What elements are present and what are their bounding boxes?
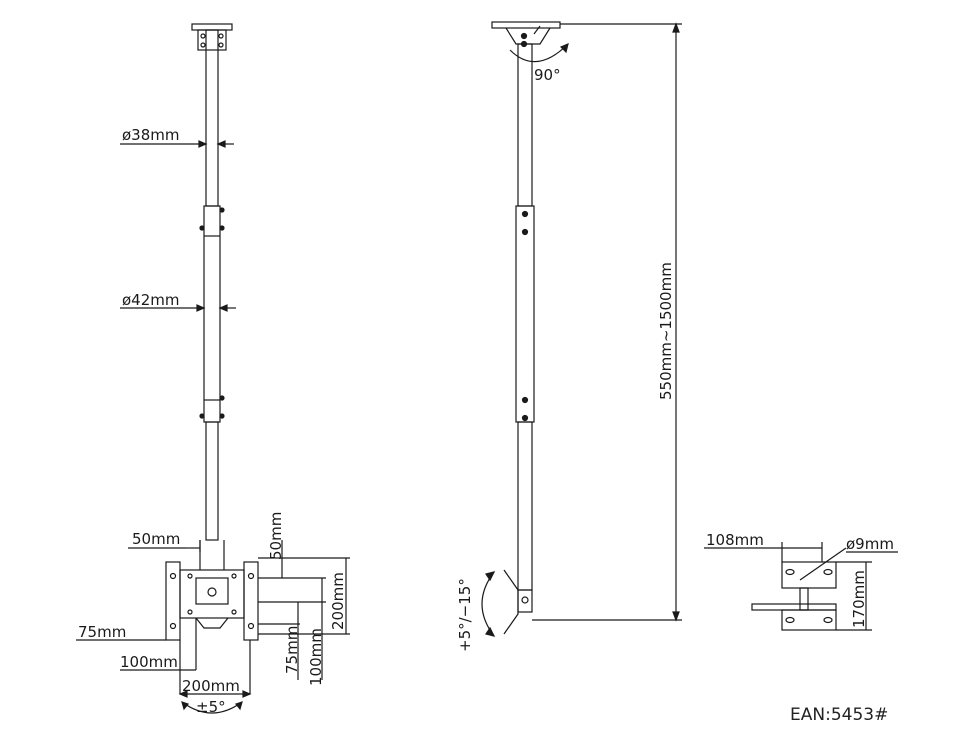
lower-tube (203, 205, 221, 423)
plate-web (799, 587, 809, 611)
plate-hole (823, 568, 833, 576)
side-upper-tube (517, 43, 533, 207)
label-diameter-42: ø42mm (122, 291, 180, 309)
plate-view: 108mm ø9mm 170mm (704, 531, 898, 631)
bolt (200, 33, 206, 39)
screw (219, 225, 225, 231)
vesa-window (195, 577, 229, 605)
hole (169, 622, 177, 630)
plate-flange (751, 603, 837, 611)
swivel-arc (181, 701, 243, 714)
bolt (200, 42, 206, 48)
side-lower-tube (515, 205, 535, 423)
tilt-head (503, 569, 519, 635)
tilt-arc (481, 571, 495, 637)
label-width-50: 50mm (132, 530, 180, 548)
plate-hole (785, 568, 795, 576)
label-length-range: 550mm~1500mm (657, 262, 675, 400)
leader-line (799, 547, 847, 581)
bottom-tube (205, 421, 219, 541)
hole (231, 573, 237, 579)
label-height-170: 170mm (850, 570, 868, 628)
label-width-100: 100mm (120, 653, 178, 671)
hole (247, 572, 255, 580)
screw (219, 395, 225, 401)
tilt-joint (517, 589, 533, 613)
side-bottom-tube (517, 421, 533, 591)
arrow (216, 140, 226, 148)
bolt (218, 33, 224, 39)
screw (219, 207, 225, 213)
arrow (196, 304, 206, 312)
center-hole (207, 587, 217, 597)
label-swivel: ±5° (196, 698, 226, 716)
label-rotation: 90° (534, 66, 561, 84)
label-height-50: 50mm (267, 512, 285, 560)
plate-bottom (781, 609, 837, 631)
ean-code: EAN:5453# (790, 705, 888, 725)
hole (231, 609, 237, 615)
plate-top (781, 561, 837, 589)
bolt (218, 42, 224, 48)
screw (199, 225, 205, 231)
label-height-200: 200mm (329, 572, 347, 630)
plate-notch (195, 617, 229, 629)
label-width-200: 200mm (182, 677, 240, 695)
plate-hole (823, 616, 833, 624)
upper-tube (205, 29, 219, 207)
vesa-plate (179, 569, 245, 619)
hole (187, 609, 193, 615)
front-view: ø38mm ø42mm 50mm 50mm 200mm 75mm 75mm 10… (76, 23, 350, 716)
ceiling-plate (491, 21, 561, 29)
hole (247, 622, 255, 630)
ceiling-bracket (505, 27, 551, 45)
side-view: 90° 550mm~1500mm +5°/−15° (456, 21, 682, 652)
screw (199, 413, 205, 419)
ceiling-plate (191, 23, 233, 31)
hole (169, 572, 177, 580)
label-diameter-38: ø38mm (122, 126, 180, 144)
label-width-75: 75mm (78, 623, 126, 641)
rotation-arc (509, 43, 569, 63)
label-height-100: 100mm (307, 628, 325, 686)
hole (187, 573, 193, 579)
label-height-75: 75mm (283, 626, 301, 674)
label-hole-diameter: ø9mm (846, 535, 894, 553)
label-tilt-range: +5°/−15° (456, 578, 474, 652)
arrow (198, 140, 208, 148)
screw (219, 413, 225, 419)
arrow (218, 304, 228, 312)
label-width-108: 108mm (706, 531, 764, 549)
plate-hole (785, 616, 795, 624)
